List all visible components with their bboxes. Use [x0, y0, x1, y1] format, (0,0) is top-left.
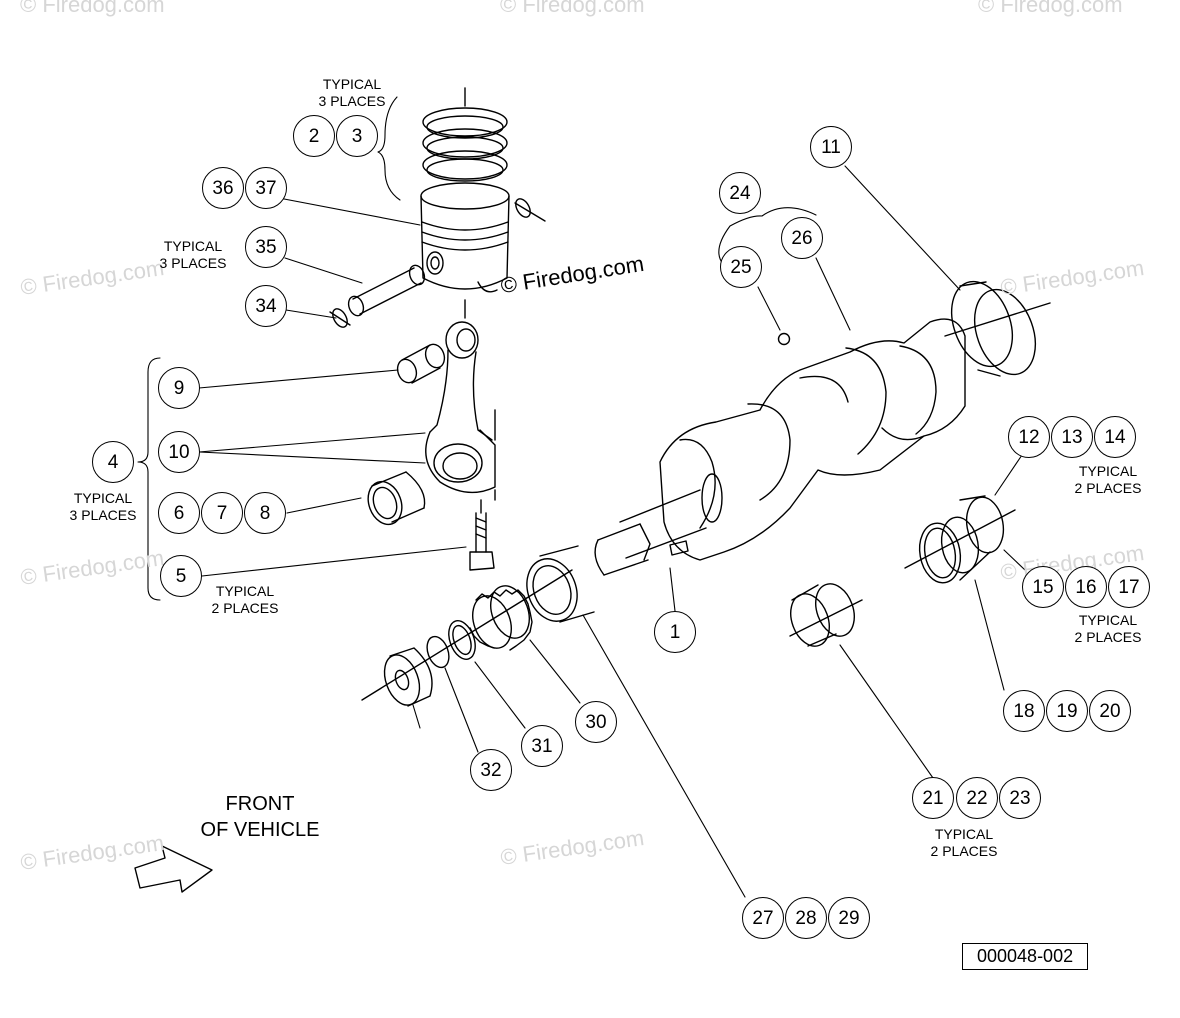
small-end-bushing: [396, 343, 446, 384]
callout-16[interactable]: 16: [1065, 566, 1107, 608]
callout-12[interactable]: 12: [1008, 416, 1050, 458]
watermark: © Firedog.com: [978, 0, 1123, 17]
callout-34[interactable]: 34: [245, 285, 287, 327]
watermark: © Firedog.com: [500, 0, 645, 17]
piston: [420, 182, 510, 293]
callout-15[interactable]: 15: [1022, 566, 1064, 608]
callout-5[interactable]: 5: [160, 555, 202, 597]
rod-bolt: [469, 499, 495, 571]
spacer-washers: [361, 569, 573, 707]
callout-6[interactable]: 6: [158, 492, 200, 534]
callout-31[interactable]: 31: [521, 725, 563, 767]
callout-18[interactable]: 18: [1003, 690, 1045, 732]
callout-26[interactable]: 26: [781, 217, 823, 259]
callout-24[interactable]: 24: [719, 172, 761, 214]
callout-35[interactable]: 35: [245, 226, 287, 268]
front-main-bearing: [526, 545, 595, 623]
piston-rings: [422, 87, 508, 182]
callout-9[interactable]: 9: [158, 367, 200, 409]
watermark: © Firedog.com: [20, 0, 165, 17]
callout-4[interactable]: 4: [92, 441, 134, 483]
callout-29[interactable]: 29: [828, 897, 870, 939]
dowel-pin: [777, 332, 791, 346]
callout-1[interactable]: 1: [654, 611, 696, 653]
callout-36[interactable]: 36: [202, 167, 244, 209]
callout-25[interactable]: 25: [720, 246, 762, 288]
crankshaft: [594, 318, 966, 576]
callout-13[interactable]: 13: [1051, 416, 1093, 458]
rod-bearing: [367, 471, 426, 526]
figure-id: 000048-002: [962, 943, 1089, 970]
thrust-washers: [904, 495, 1016, 584]
front-arrow-icon: [134, 845, 213, 893]
callout-10[interactable]: 10: [158, 431, 200, 473]
callout-17[interactable]: 17: [1108, 566, 1150, 608]
callout-27[interactable]: 27: [742, 897, 784, 939]
main-bearing-lower: [789, 583, 863, 647]
callout-20[interactable]: 20: [1089, 690, 1131, 732]
callout-23[interactable]: 23: [999, 777, 1041, 819]
main-bearing-flanged: [944, 280, 1051, 377]
callout-14[interactable]: 14: [1094, 416, 1136, 458]
callout-32[interactable]: 32: [470, 749, 512, 791]
piston-pin: [347, 264, 426, 317]
callout-19[interactable]: 19: [1046, 690, 1088, 732]
callout-2[interactable]: 2: [293, 115, 335, 157]
leader-lines: [137, 96, 1026, 898]
callout-37[interactable]: 37: [245, 167, 287, 209]
callout-21[interactable]: 21: [912, 777, 954, 819]
callout-28[interactable]: 28: [785, 897, 827, 939]
callout-30[interactable]: 30: [575, 701, 617, 743]
callout-11[interactable]: 11: [810, 126, 852, 168]
connecting-rod: [425, 299, 496, 501]
snap-rings: [329, 198, 546, 328]
callout-8[interactable]: 8: [244, 492, 286, 534]
callout-7[interactable]: 7: [201, 492, 243, 534]
crank-gear: [469, 585, 533, 651]
callout-22[interactable]: 22: [956, 777, 998, 819]
callout-3[interactable]: 3: [336, 115, 378, 157]
